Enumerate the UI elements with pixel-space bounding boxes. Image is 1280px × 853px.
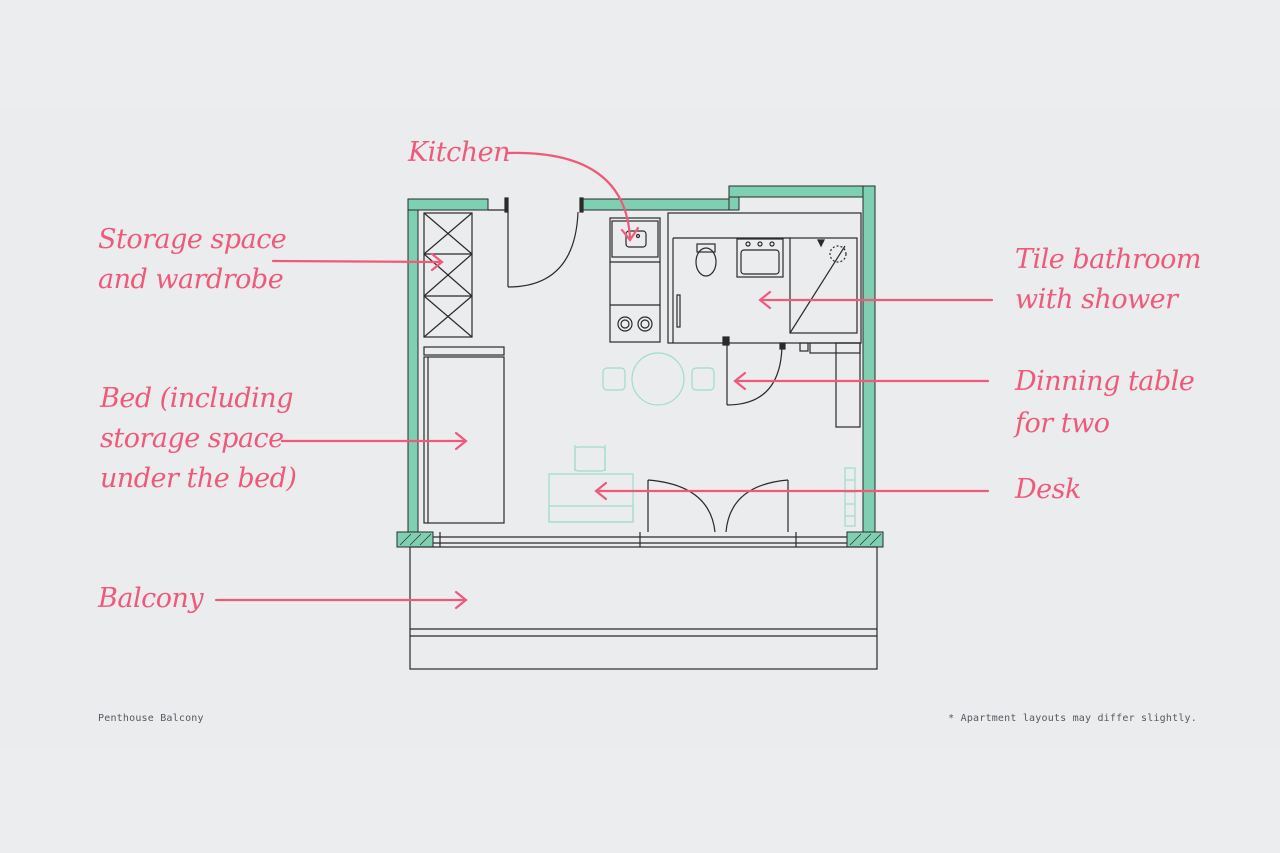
radiator [844, 467, 856, 527]
label-bathroom-line1: Tile bathroom [1015, 244, 1201, 275]
label-bed-line1: Bed (including [100, 383, 293, 414]
label-balcony: Balcony [98, 583, 204, 614]
wardrobe [423, 212, 473, 338]
side-shelf [799, 342, 861, 428]
kitchen-arrow [506, 151, 632, 240]
label-bed-line3: under the bed) [100, 463, 297, 494]
label-bathroom-line2: with shower [1015, 284, 1178, 315]
bathroom [667, 212, 862, 344]
balcony-door-right [725, 479, 789, 533]
desk [548, 445, 634, 523]
balcony-door-left [647, 479, 716, 533]
corner-hatch [399, 533, 882, 546]
label-kitchen: Kitchen [408, 137, 511, 168]
storage-arrow [271, 259, 442, 264]
plan-title: Penthouse Balcony [98, 713, 204, 724]
label-storage-line2: and wardrobe [98, 264, 284, 295]
kitchen-unit [609, 217, 661, 343]
facade-glazing [433, 532, 847, 547]
bathroom-door [726, 342, 783, 406]
exterior-walls [396, 185, 884, 548]
layout-disclaimer: * Apartment layouts may differ slightly. [948, 713, 1197, 724]
drawing-panel [0, 106, 1280, 746]
label-bed-line2: storage space [100, 423, 284, 454]
balcony-outline [409, 546, 878, 670]
bed [423, 346, 505, 524]
label-dining-line1: Dinning table [1015, 366, 1195, 397]
label-dining-line2: for two [1015, 408, 1110, 439]
label-storage-line1: Storage space [98, 224, 287, 255]
dining-table [602, 352, 715, 406]
label-desk: Desk [1015, 474, 1081, 505]
entry-door [507, 211, 579, 288]
